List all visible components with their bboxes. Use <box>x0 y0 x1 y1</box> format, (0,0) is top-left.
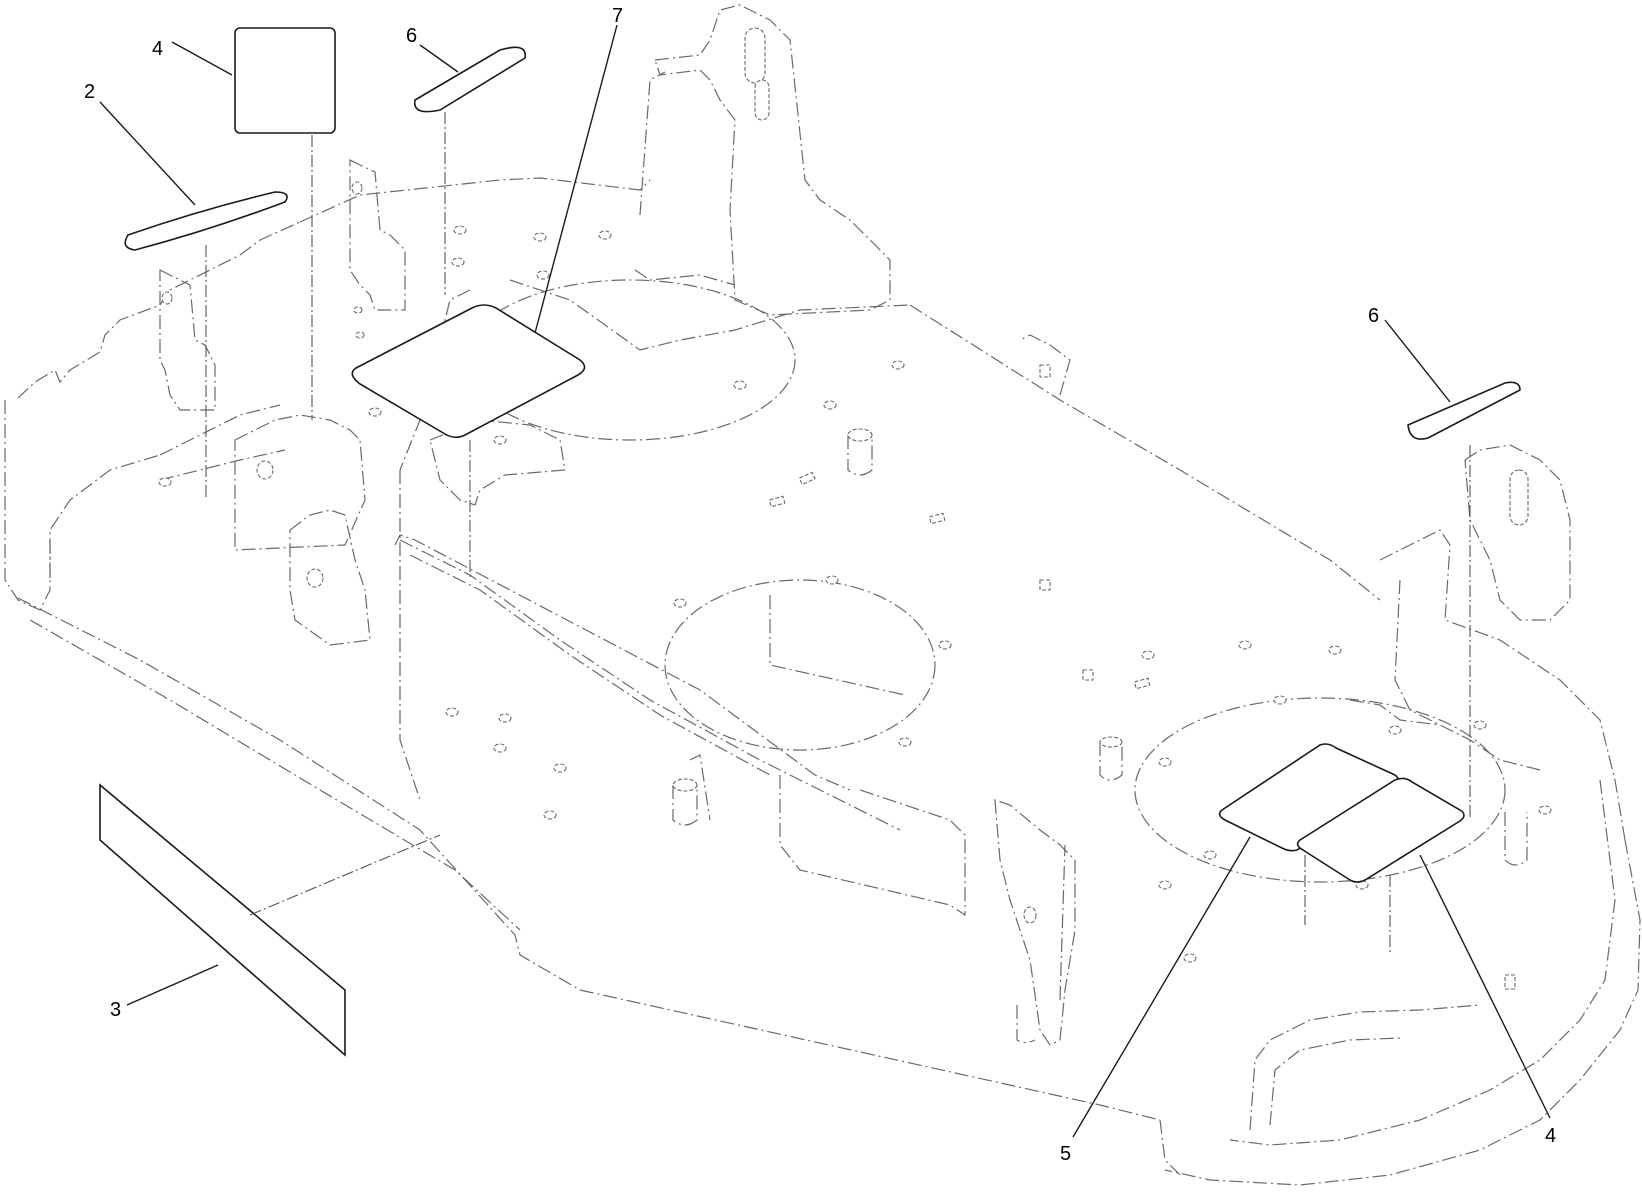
callout-label: 4 <box>1545 1125 1556 1147</box>
placement-lines <box>205 112 1471 955</box>
slots <box>768 364 1516 990</box>
decal-6-right <box>1407 381 1521 440</box>
callout-label: 4 <box>152 38 163 60</box>
decal-3 <box>99 783 346 1057</box>
left-brackets <box>158 159 566 646</box>
deck-holes <box>353 225 1552 963</box>
leader-lines <box>99 24 1551 1138</box>
mower-deck <box>4 177 1641 1186</box>
callout-label: 6 <box>406 25 417 47</box>
decal-6-rear <box>413 46 527 113</box>
rear-lift-brackets <box>634 4 1571 771</box>
decal-4-front <box>1296 777 1465 883</box>
callout-label: 3 <box>110 999 121 1021</box>
decal-4-rear <box>234 27 336 134</box>
callout-label: 2 <box>84 81 95 103</box>
callout-labels: 4 6 7 2 6 3 5 4 <box>84 5 1556 1165</box>
decal-7 <box>351 304 586 439</box>
callout-label: 6 <box>1368 305 1379 327</box>
decals <box>99 27 1521 1057</box>
pins <box>672 428 1528 1044</box>
callout-label: 5 <box>1060 1143 1071 1165</box>
discharge-chute <box>394 534 966 917</box>
right-rib <box>994 799 1076 1046</box>
spindle-housings <box>464 279 1506 883</box>
decal-2 <box>124 191 288 251</box>
callout-label: 7 <box>612 5 623 27</box>
